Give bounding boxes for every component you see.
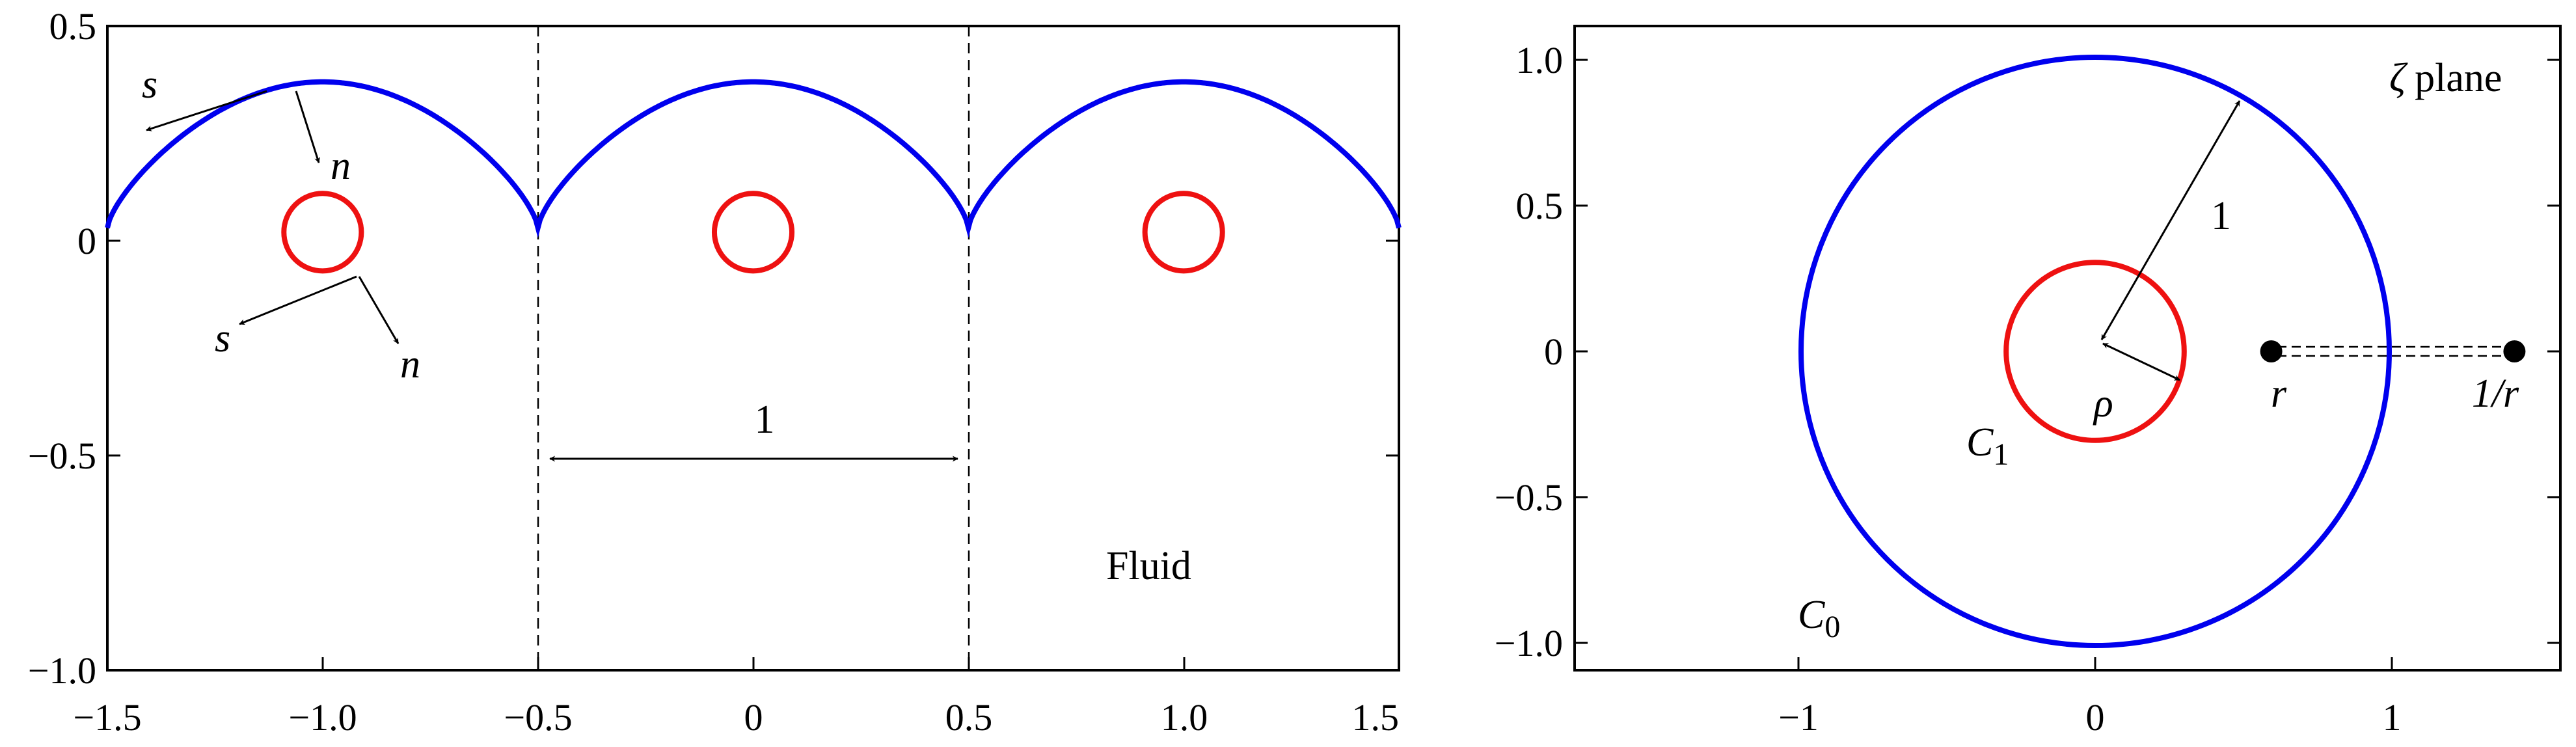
left-y-ticks bbox=[107, 25, 1399, 672]
left-panel: −1.5 −1.0 −0.5 0 0.5 1.0 1.5 0.5 0 −0.5 … bbox=[28, 5, 1402, 739]
inner-radius-arrow bbox=[2102, 342, 2180, 381]
right-y-tick-label: −1.0 bbox=[1495, 622, 1563, 664]
left-x-tick-label: −1.5 bbox=[73, 696, 141, 739]
right-x-ticks bbox=[1797, 657, 2393, 670]
fluid-label: Fluid bbox=[1106, 544, 1191, 588]
left-x-tick-label: −1.0 bbox=[288, 696, 357, 739]
surface-tangent-arrow bbox=[146, 90, 267, 131]
left-x-tick-label: −0.5 bbox=[504, 696, 572, 739]
left-y-tick-label: −0.5 bbox=[28, 435, 96, 477]
c0-label: C0 bbox=[1798, 593, 1840, 644]
free-surface-curve bbox=[105, 79, 1402, 238]
cylinder-circle bbox=[711, 191, 795, 274]
right-y-tick-label: 1.0 bbox=[1516, 39, 1564, 81]
right-x-tick-label: −1 bbox=[1778, 696, 1819, 739]
inner-circle-c1 bbox=[2003, 260, 2187, 443]
left-x-tick-label: 1.0 bbox=[1161, 696, 1208, 739]
right-plot-frame bbox=[1573, 25, 2562, 672]
surface-normal-label: n bbox=[331, 144, 351, 188]
left-plot-frame bbox=[106, 25, 1400, 672]
circle-normal-label: n bbox=[400, 342, 420, 387]
right-y-tick-label: 0.5 bbox=[1516, 185, 1564, 227]
right-x-tick-label: 1 bbox=[2383, 696, 2402, 739]
left-x-tick-labels: −1.5 −1.0 −0.5 0 0.5 1.0 1.5 bbox=[73, 696, 1399, 739]
left-y-tick-label: 0.5 bbox=[49, 5, 97, 48]
right-y-ticks bbox=[1575, 59, 2560, 644]
left-y-tick-label: −1.0 bbox=[28, 649, 96, 692]
cylinder-circle bbox=[1142, 191, 1225, 274]
surface-tangent-label: s bbox=[142, 62, 157, 107]
right-x-tick-label: 0 bbox=[2086, 696, 2105, 739]
left-y-tick-label: 0 bbox=[77, 220, 96, 262]
period-length-label: 1 bbox=[755, 398, 775, 442]
right-y-tick-label: 0 bbox=[1544, 331, 1563, 373]
right-y-tick-labels: 1.0 0.5 0 −0.5 −1.0 bbox=[1495, 39, 1563, 664]
left-x-tick-label: 0 bbox=[744, 696, 763, 739]
cylinder-circle bbox=[281, 191, 364, 274]
surface-normal-arrow bbox=[295, 90, 320, 163]
unit-radius-label: 1 bbox=[2211, 194, 2231, 238]
inner-radius-label: ρ bbox=[2093, 381, 2113, 426]
point-r-marker bbox=[2260, 340, 2283, 362]
left-x-tick-label: 1.5 bbox=[1352, 696, 1400, 739]
c1-label: C1 bbox=[1966, 420, 2009, 472]
unit-radius-arrow bbox=[2100, 100, 2241, 340]
point-inverse-r-label: 1/r bbox=[2472, 372, 2519, 416]
left-x-tick-label: 0.5 bbox=[945, 696, 993, 739]
circle-tangent-arrow bbox=[239, 275, 357, 325]
point-inverse-r-marker bbox=[2503, 340, 2526, 362]
right-y-tick-label: −0.5 bbox=[1495, 476, 1563, 519]
right-panel: −1 0 1 1.0 0.5 0 −0.5 −1.0 1 ρ r 1/r C1 … bbox=[1495, 25, 2562, 739]
left-x-ticks bbox=[106, 657, 1400, 670]
left-y-tick-labels: 0.5 0 −0.5 −1.0 bbox=[28, 5, 96, 692]
right-x-tick-labels: −1 0 1 bbox=[1778, 696, 2401, 739]
circle-normal-arrow bbox=[358, 276, 400, 344]
circle-tangent-label: s bbox=[215, 316, 230, 360]
point-r-label: r bbox=[2271, 372, 2287, 416]
outer-circle-c0 bbox=[1798, 55, 2392, 648]
